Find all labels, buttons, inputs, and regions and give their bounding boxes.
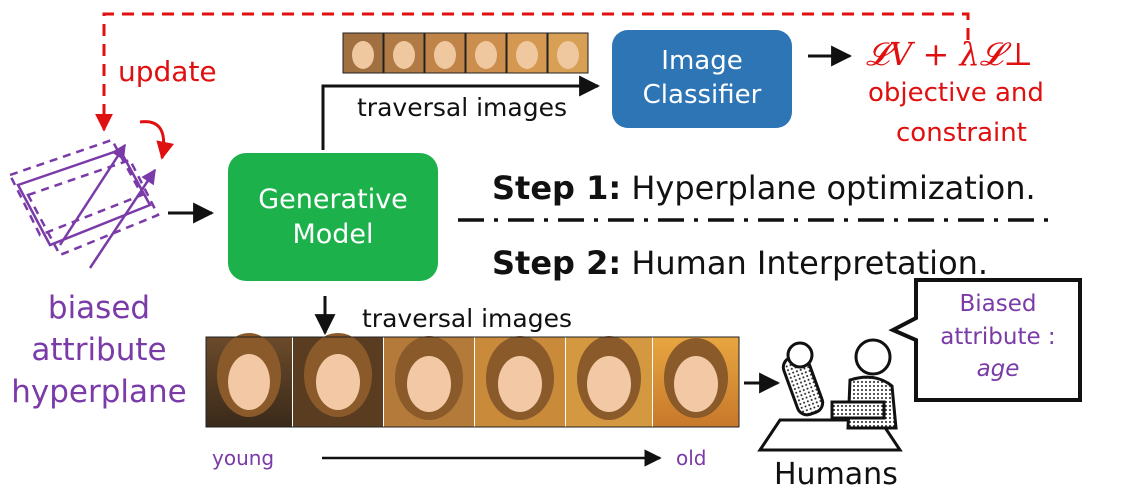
objective-label-line2: constraint: [896, 118, 1027, 148]
generative-model-box: [228, 153, 438, 281]
update-feedback-arrow: [95, 12, 970, 132]
step2-text: Human Interpretation.: [631, 244, 989, 282]
generative-model-line2: Model: [292, 219, 374, 250]
hyperplane-label-line1: biased: [47, 290, 151, 326]
image-classifier-line1: Image: [661, 46, 743, 77]
humans-label: Humans: [774, 457, 898, 492]
step2-bold: Step 2:: [492, 244, 622, 282]
step1-label: Step 1: Hyperplane optimization.: [492, 172, 1036, 204]
bubble-line3: age: [976, 356, 1020, 383]
generative-model-line1: Generative: [258, 183, 408, 215]
traversal-images-bottom-label: traversal images: [362, 304, 572, 333]
image-classifier-box: [612, 30, 792, 128]
bottom-traversal-strip: [205, 333, 740, 428]
hyperplane-label-line3: hyperplane: [11, 373, 187, 410]
image-classifier-line2: Classifier: [642, 80, 762, 110]
arrow-model-to-classifier: [321, 75, 601, 150]
generative-model-label: Generative Model: [228, 153, 438, 281]
young-label: young: [212, 446, 275, 470]
speech-bubble: [888, 278, 1082, 402]
hyperplane-label-line2: attribute: [31, 331, 167, 368]
rotate-arrow-icon: [139, 120, 174, 160]
hyperplane-icon: [8, 138, 160, 269]
old-label: old: [676, 446, 707, 470]
bubble-line2: attribute :: [940, 323, 1056, 350]
image-classifier-label: Image Classifier: [612, 30, 792, 128]
step1-text: Hyperplane optimization.: [631, 169, 1036, 207]
top-traversal-strip: [342, 32, 589, 74]
objective-formula: 𝓛V + λ𝓛⊥: [866, 35, 1034, 73]
objective-label-line1: objective and: [868, 78, 1044, 108]
step1-bold: Step 1:: [492, 169, 622, 207]
bubble-text: Biased attribute : age: [918, 288, 1078, 386]
traversal-images-top-label: traversal images: [357, 93, 567, 122]
humans-icon: [757, 338, 903, 452]
bubble-line1: Biased: [959, 291, 1037, 317]
step2-label: Step 2: Human Interpretation.: [492, 247, 988, 279]
hyperplane-label: biased attribute hyperplane: [4, 288, 194, 414]
update-label: update: [118, 55, 217, 88]
